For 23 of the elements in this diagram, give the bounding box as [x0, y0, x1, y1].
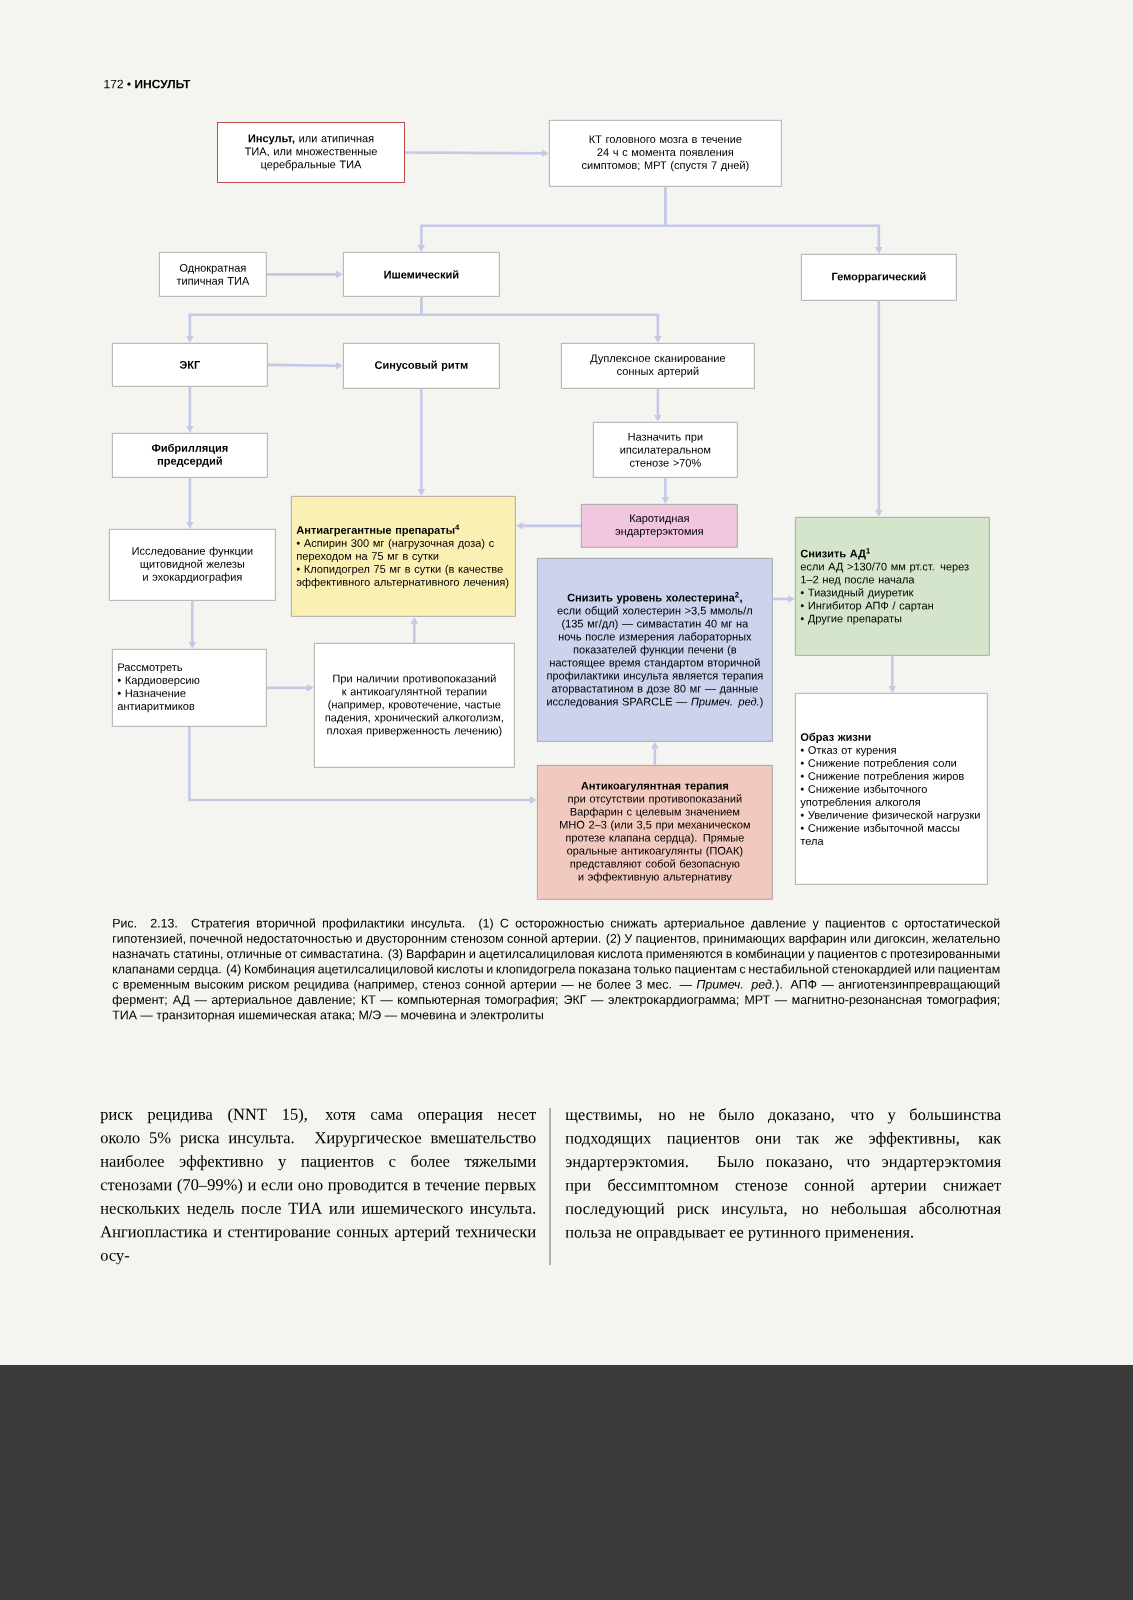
process-box: Дуплексное сканирование сонных артерий	[561, 343, 755, 389]
process-box: ЭКГ	[112, 343, 268, 387]
process-box: Фибрилляция предсердий	[112, 433, 268, 478]
process-box: Ишемический	[343, 252, 500, 297]
body-paragraph: риск рецидива (NNT 15), хотя сама операция несет около 5% риска инсульта. Хирургическое вмешательство наиболее эффективно у пациентов с более тяжелыми стенозами (70–99%) и если оно проводится в течение первых нескольких недель после ТИА или ишемического инсульта. Ангиопластика и стентирование сонных артерий технически осу-	[100, 1108, 536, 1265]
process-box: Образ жизни • Отказ от курения • Снижение потребления соли • Снижение потребления жиров • Снижение избыточного употребления алкоголя • Увеличение физической нагрузки • Снижение избыточной массы тела	[795, 693, 988, 885]
process-box: Однократная типичная ТИА	[159, 252, 267, 297]
process-box: Исследование функции щитовидной железы и эхокардиография	[109, 529, 276, 601]
process-box: Снизить уровень холестерина$^{2}$, если общий холестерин >3,5 ммоль/л (135 мг/дл) — симвастатин 40 мг на ночь после измерения лабораторных показателей функции печени (в настоящее время стандартом вторичной профилактики инсульта является терапия аторвастатином в дозе 80 мг — данные исследования SPARCLE — Примеч. ред.)	[537, 558, 773, 742]
process-box: При наличии противопоказаний к антикоагулянтной терапии (например, кровотечение, частые падения, хронический алкоголизм, плохая приверженность лечению)	[314, 643, 515, 768]
process-box: Геморрагический	[801, 254, 957, 301]
process-box: КТ головного мозга в течение 24 ч с момента появления симптомов; МРТ (спустя 7 дней)	[549, 120, 782, 187]
process-box: Каротидная эндартерэктомия	[581, 504, 738, 548]
process-box: Антикоагулянтная терапия при отсутствии противопоказаний Варфарин с целевым значением МНО 2–3 (или 3,5 при механическом протезе клапана сердца). Прямые оральные антикоагулянты (ПОАК) представляют собой безопасную и эффективную альтернативу	[537, 765, 773, 900]
process-box: Назначить при ипсилатеральном стенозе >70%	[593, 422, 738, 478]
body-paragraph: ществимы, но не было доказано, что у большинства подходящих пациентов они так же эффективны, как эндартерэктомия. Было показано, что эндартерэктомия при бессимптомном стенозе сонной артерии снижает последующий риск инсульта, но небольшая абсолютная польза не оправдывает ее рутинного применения.	[565, 1108, 1002, 1242]
figure-caption: Рис. 2.13. Стратегия вторичной профилактики инсульта. (1) С осторожностью снижать артериальное давление у пациентов с ортостатической гипотензией, почечной недостаточностью и двусторонним стенозом сонной артерии. (2) У пациентов, принимающих варфарин или дигоксин, желательно назначать статины, отличные от симвастатина. (3) Варфарин и ацетилсалициловая кислота применяются в комбинации у пациентов с протезированными клапанами сердца. (4) Комбинация ацетилсалициловой кислоты и клопидогрела показана только пациентам с нестабильной стенокардией или пациентам с временным высоким риском рецидива (например, стеноз сонной артерии — не более 3 мес. — Примеч. ред.). АПФ — ангиотензинпревращающий фермент; АД — артериальное давление; КТ — компьютерная томография; ЭКГ — электрокардиограмма; МРТ — магнитно-резонансная томография; ТИА — транзиторная ишемическая атака; М/Э — мочевина и электролиты	[112, 918, 1000, 1022]
process-box: Рассмотреть • Кардиоверсию • Назначение антиаритмиков	[112, 649, 267, 727]
process-box: Снизить АД$^{1}$ если АД >130/70 мм рт.ст. через 1–2 нед после начала • Тиазидный диуретик • Ингибитор АПФ / сартан • Другие препараты	[795, 517, 990, 656]
process-box: Инсульт, или атипичная ТИА, или множественные церебральные ТИА	[217, 122, 405, 183]
running-header: 172 • ИНСУЛЬТ	[104, 79, 191, 89]
process-box: Синусовый ритм	[343, 343, 500, 389]
process-box: Антиагрегантные препараты$^{4}$ • Аспирин 300 мг (нагрузочная доза) с переходом на 75 мг в сутки • Клопидогрел 75 мг в сутки (в качестве эффективного альтернативного лечения)	[291, 496, 516, 617]
